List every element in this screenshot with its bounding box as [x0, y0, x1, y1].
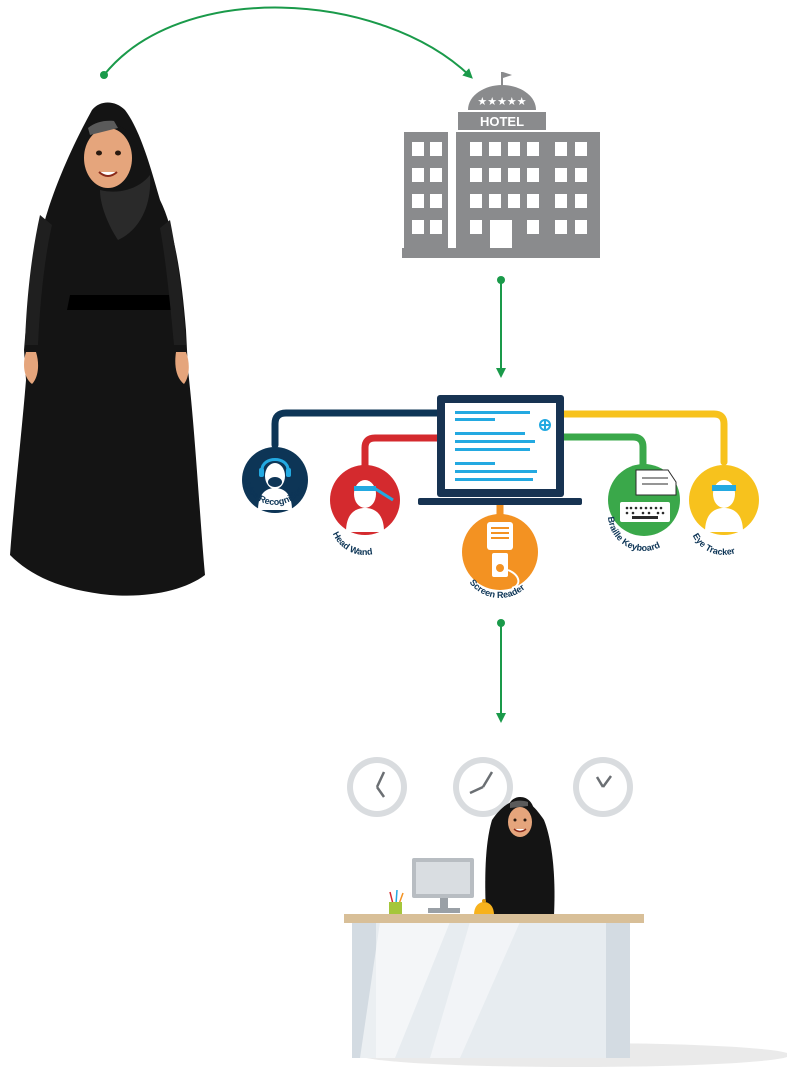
head-wand-icon: [346, 472, 394, 532]
computer-monitor-icon: [418, 395, 582, 505]
label-eye-tracker: Eye Tracker: [691, 531, 737, 557]
tool-connectors: [271, 409, 728, 519]
arrow-hotel-to-computer: [496, 276, 506, 378]
svg-text:Eye Tracker: Eye Tracker: [691, 531, 737, 557]
braille-keyboard-icon: [620, 469, 677, 522]
tool-head-wand: Head Wand: [330, 465, 400, 557]
clock-icon: [453, 757, 513, 817]
hotel-building-icon: ★★★★★ HOTEL: [402, 72, 600, 258]
pencil-cup-icon: [389, 889, 404, 915]
speaker-icon: [487, 522, 520, 589]
tool-screen-reader: Screen Reader: [462, 514, 538, 600]
wall-clocks: [347, 757, 633, 817]
reception-desk: [344, 914, 787, 1067]
arrow-woman-to-hotel: [100, 6, 473, 79]
clock-icon: [573, 757, 633, 817]
tool-braille-keyboard: Braille Keyboard: [606, 464, 680, 553]
eye-tracker-icon: [705, 472, 743, 532]
hotel-sign: HOTEL: [480, 114, 524, 129]
tool-eye-tracker: Eye Tracker: [689, 465, 759, 557]
reception-monitor-icon: [412, 858, 474, 913]
clock-icon: [347, 757, 407, 817]
arrow-computer-to-reception: [496, 619, 506, 723]
hotel-stars: ★★★★★: [477, 96, 526, 108]
receptionist-illustration: [485, 797, 555, 915]
headset-icon: [258, 458, 292, 510]
woman-in-abaya-illustration: [10, 102, 205, 596]
